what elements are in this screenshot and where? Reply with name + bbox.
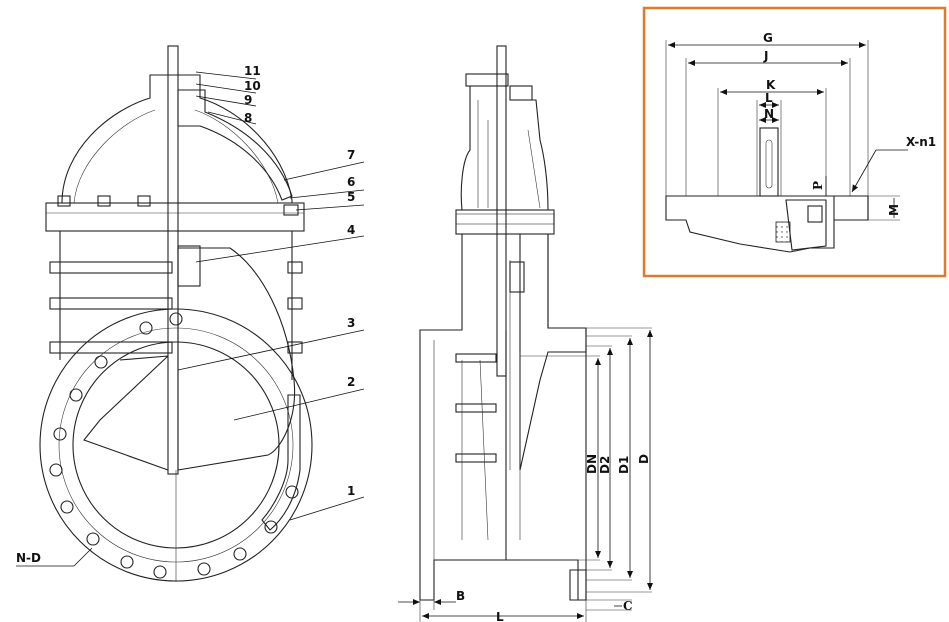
dim-label-c: C	[623, 599, 633, 613]
stem	[167, 45, 179, 475]
bolt-hole	[60, 500, 74, 514]
dim-label-d2: D2	[598, 456, 612, 474]
callout-7: 7	[347, 148, 355, 162]
bolt-count-label: N-D	[16, 551, 41, 565]
bolt-hole	[120, 555, 134, 569]
body-flange	[45, 202, 305, 232]
callout-4: 4	[347, 223, 355, 237]
dim-label-dn: DN	[585, 454, 599, 474]
dim-label-p: P	[811, 181, 825, 190]
detail-panel: G J K L N X-n1 P	[642, 6, 947, 278]
callout-leaders	[16, 71, 365, 567]
bolt-hole	[69, 388, 83, 402]
dim-label-j: J	[763, 49, 768, 63]
flange-bolt-holes	[49, 312, 299, 579]
bolt-hole	[264, 520, 278, 534]
dim-label-d1: D1	[617, 456, 631, 474]
dim-label-k: K	[766, 78, 776, 92]
callout-8: 8	[244, 111, 252, 125]
side-dimensions: DN D2 D1 D B L C	[398, 327, 653, 622]
callout-11: 11	[244, 64, 261, 78]
bolt-hole	[53, 427, 67, 441]
dim-label-g: G	[763, 31, 773, 45]
callout-9: 9	[244, 93, 252, 107]
dim-label-l-detail: L	[765, 91, 773, 105]
bonnet	[61, 74, 293, 204]
dim-label-b: B	[456, 589, 465, 603]
bolt-hole	[197, 562, 211, 576]
bolt-hole	[169, 312, 183, 326]
front-view	[39, 45, 313, 582]
callout-6: 6	[347, 175, 355, 189]
callout-5: 5	[347, 190, 355, 204]
callout-2: 2	[347, 375, 355, 389]
bolt-hole	[153, 565, 167, 579]
packing-rings	[775, 221, 791, 243]
bolt-hole	[86, 532, 100, 546]
side-view	[419, 45, 587, 601]
detail-border	[642, 6, 947, 278]
callout-3: 3	[347, 316, 355, 330]
callout-10: 10	[244, 79, 261, 93]
bolt-hole	[94, 355, 108, 369]
side-body	[419, 233, 587, 601]
dim-label-l: L	[496, 610, 504, 622]
bolt-hole	[139, 321, 153, 335]
bolt-hole	[49, 463, 63, 477]
dim-label-m: M	[887, 204, 901, 216]
callout-1: 1	[347, 484, 355, 498]
callout-labels: 11 10 9 8 7 6 5 4 3 2 1 N-D	[16, 64, 355, 565]
bonnet-section	[177, 89, 293, 201]
dim-label-n: N	[764, 107, 774, 121]
gate-wedge-section	[177, 247, 296, 471]
bolt-hole	[233, 547, 247, 561]
dim-label-xn1: X-n1	[906, 135, 936, 149]
side-body-section	[519, 233, 587, 471]
dim-label-d: D	[637, 454, 651, 464]
